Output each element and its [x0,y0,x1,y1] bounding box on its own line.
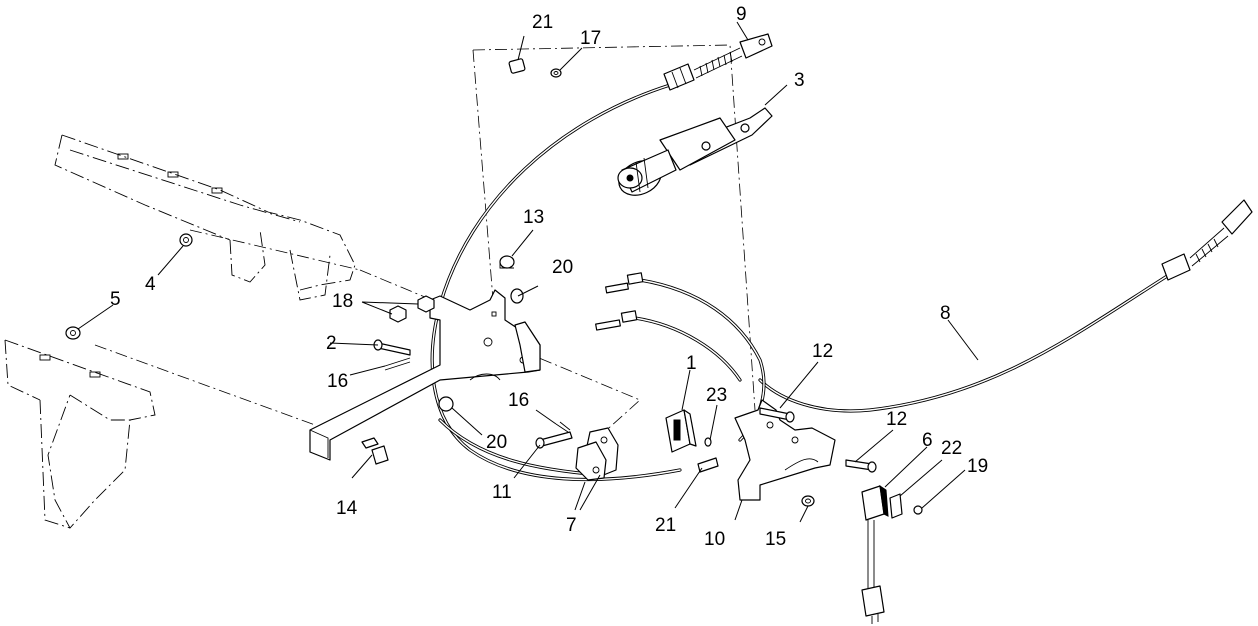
part-6-sensor [861,484,889,624]
part-1-switch [665,409,697,453]
callout-1: 1 [686,353,697,374]
part-8-cable-clevis [1161,199,1253,281]
part-11-clevis-pin [535,431,573,449]
callout-20-top: 20 [552,257,573,278]
callout-20-left: 20 [486,432,507,453]
part-12-bolt-upper [759,407,795,423]
part-20-spacer-left [438,396,454,412]
part-16-cotter-pin-left [384,357,411,371]
main-bracket [309,289,541,461]
callout-7: 7 [566,515,577,536]
part-14-bolt [361,437,389,465]
callout-4: 4 [145,274,156,295]
cable-8 [758,266,1182,413]
part-7-links [575,427,619,481]
part-13-pin [499,255,515,269]
part-12-bolt-lower [845,459,877,473]
callout-14: 14 [336,498,358,519]
callout-12-lower: 12 [886,409,907,430]
callout-16-right: 16 [508,390,529,411]
part-21-bushing-top [508,58,526,74]
cable-9 [430,83,682,482]
callout-2: 2 [326,333,337,354]
part-16-cotter-pin-right [555,421,571,433]
callout-5: 5 [110,289,121,310]
part-4-nut [179,233,193,247]
part-9-cable-clevis [663,33,773,91]
part-2-bolt [373,339,411,356]
cable-end-fittings [595,272,644,331]
part-20-spacer-top [510,288,524,304]
part-23-spacer [704,437,712,447]
callout-3: 3 [794,70,805,91]
part-18-nuts [389,295,435,323]
part-10-bracket [734,399,836,501]
callout-9: 9 [736,4,747,25]
callout-17: 17 [580,28,601,49]
callout-12-upper: 12 [812,341,833,362]
part-19-screw [913,505,923,515]
callout-21-bottom: 21 [655,515,676,536]
part-3-lever-assembly [617,107,773,196]
cable-inner-c [438,418,602,477]
callout-15: 15 [765,529,786,550]
part-17-washer [550,68,562,78]
cable-inner-b [633,316,742,382]
callout-23: 23 [706,385,727,406]
callout-13: 13 [523,207,544,228]
callout-16-left: 16 [327,371,348,392]
leader-lines [77,21,979,523]
callout-18: 18 [332,291,353,312]
part-15-washer [801,495,815,507]
frame-rail-upper [54,134,356,301]
callout-8: 8 [940,303,951,324]
callout-6: 6 [922,430,933,451]
callout-10: 10 [704,529,725,550]
alignment-lines [94,44,756,446]
part-21-bushing-bottom [697,457,719,473]
callout-22: 22 [941,438,962,459]
callout-19: 19 [967,456,988,477]
callout-11: 11 [492,482,512,503]
frame-rail-lower [4,339,156,529]
part-5-nut [65,326,81,340]
callout-21-top: 21 [532,12,553,33]
part-22-plate [889,493,903,519]
